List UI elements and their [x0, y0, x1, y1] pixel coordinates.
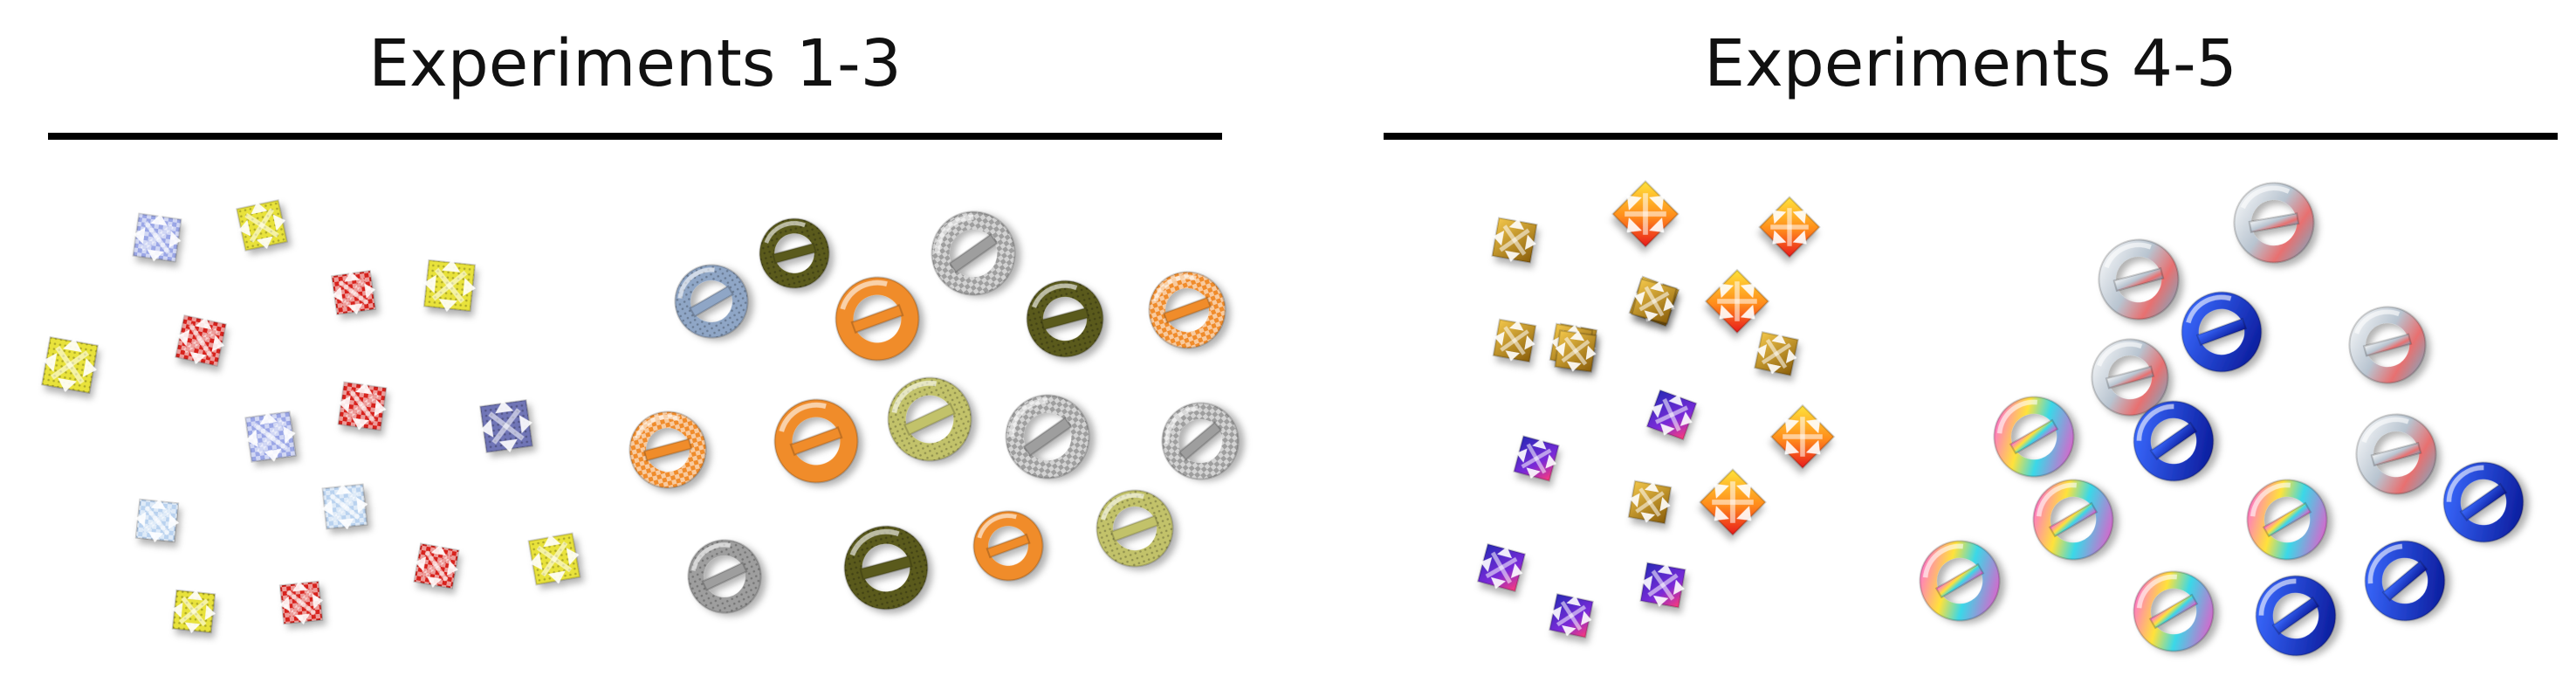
ring-bar-shape: [687, 539, 762, 614]
ring-bar-shape: [759, 217, 830, 289]
ring-bar-shape: [2255, 575, 2337, 657]
arrow-cross-shape: [134, 498, 180, 543]
arrow-cross-shape: [527, 532, 581, 586]
ring-bar-shape: [2442, 461, 2524, 543]
panel-right-divider: [1384, 133, 2558, 140]
arrow-cross-shape: [278, 580, 324, 625]
arrow-cross-shape: [1639, 562, 1686, 609]
ring-bar-shape: [1096, 489, 1174, 568]
ring-bar-shape: [2091, 338, 2169, 417]
ring-bar-shape: [2098, 238, 2180, 321]
ring-bar-shape: [887, 376, 972, 462]
arrow-cross-shape: [236, 199, 288, 252]
ring-bar-shape: [629, 410, 707, 489]
arrow-cross-shape: [1611, 180, 1680, 248]
ring-bar-shape: [835, 276, 920, 362]
ring-bar-shape: [2133, 400, 2215, 482]
arrow-cross-shape: [171, 589, 216, 634]
panel-right-title: Experiments 4-5: [1704, 26, 2237, 101]
arrow-cross-shape: [479, 399, 533, 453]
panel-left-title: Experiments 1-3: [368, 26, 902, 101]
ring-bar-shape: [2364, 540, 2446, 622]
ring-bar-shape: [773, 398, 859, 484]
arrow-cross-shape: [422, 259, 477, 313]
ring-bar-shape: [1919, 540, 2001, 622]
arrow-cross-shape: [1699, 468, 1767, 536]
ring-bar-shape: [674, 264, 749, 339]
panel-left-divider: [48, 133, 1222, 140]
arrow-cross-shape: [1492, 318, 1537, 363]
arrow-cross-shape: [321, 483, 368, 530]
ring-bar-shape: [2348, 306, 2427, 384]
arrow-cross-shape: [337, 381, 388, 431]
ring-bar-shape: [843, 525, 929, 610]
ring-bar-shape: [1161, 402, 1240, 480]
ring-bar-shape: [972, 510, 1044, 582]
ring-bar-shape: [1993, 396, 2075, 478]
arrow-cross-shape: [244, 410, 297, 463]
arrow-cross-shape: [1491, 217, 1538, 264]
arrow-cross-shape: [1549, 593, 1594, 638]
ring-bar-shape: [931, 210, 1016, 296]
arrow-cross-shape: [1554, 329, 1597, 373]
ring-bar-shape: [2233, 182, 2315, 264]
ring-bar-shape: [2133, 570, 2215, 652]
ring-bar-shape: [1148, 271, 1226, 349]
arrow-cross-shape: [175, 314, 227, 367]
ring-bar-shape: [2246, 479, 2328, 561]
ring-bar-shape: [1026, 279, 1104, 358]
arrow-cross-shape: [132, 212, 182, 263]
ring-bar-shape: [2181, 291, 2263, 373]
arrow-cross-shape: [1627, 479, 1673, 525]
ring-bar-shape: [1005, 394, 1090, 479]
arrow-cross-shape: [413, 542, 460, 590]
arrow-cross-shape: [1754, 331, 1799, 376]
arrow-cross-shape: [1476, 542, 1527, 593]
arrow-cross-shape: [1513, 435, 1560, 482]
ring-bar-shape: [2355, 413, 2437, 495]
arrow-cross-shape: [1704, 268, 1770, 335]
ring-bar-shape: [2032, 479, 2114, 561]
arrow-cross-shape: [40, 335, 100, 395]
arrow-cross-shape: [1645, 389, 1698, 441]
arrow-cross-shape: [1631, 278, 1678, 325]
arrow-cross-shape: [331, 270, 376, 315]
arrow-cross-shape: [1758, 196, 1821, 259]
arrow-cross-shape: [1769, 404, 1836, 470]
